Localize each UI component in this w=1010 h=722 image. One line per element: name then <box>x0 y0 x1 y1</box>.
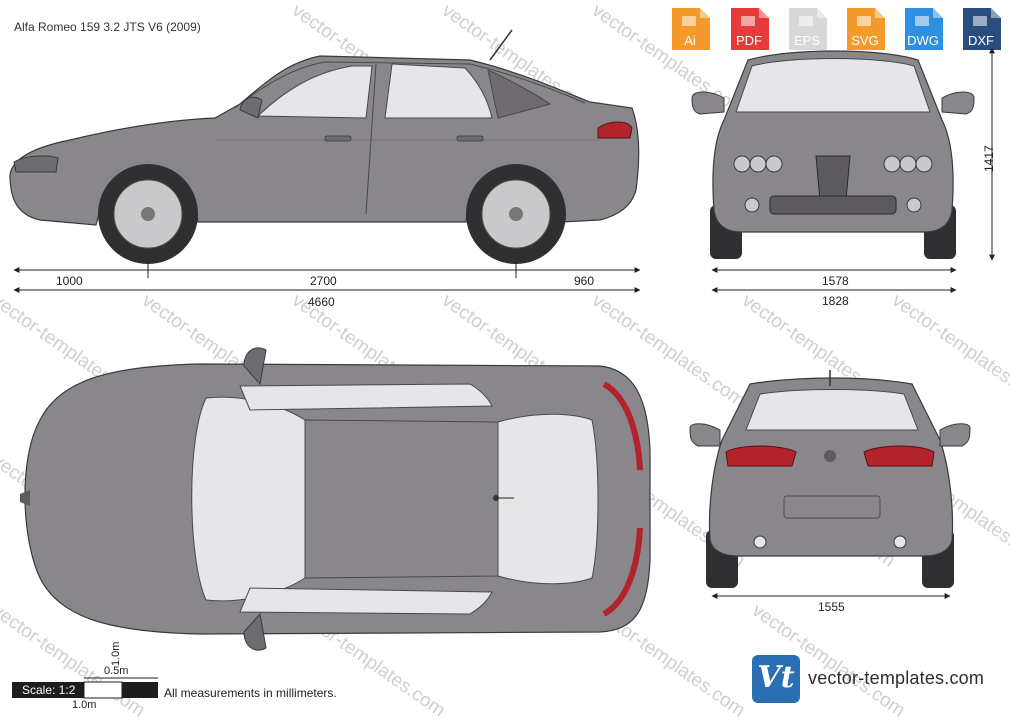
dim-width: 1828 <box>822 294 849 308</box>
brand-site-link[interactable]: vector-templates.com <box>808 668 985 688</box>
scale-one-meter: 1.0m <box>72 699 97 711</box>
side-front-window <box>256 65 373 119</box>
dim-wheelbase: 2700 <box>310 274 337 288</box>
dim-length: 4660 <box>308 295 335 309</box>
dim-height: 1417 <box>982 145 996 172</box>
brand-logo-text: Vt <box>757 660 795 695</box>
rear-view <box>689 370 971 588</box>
top-roof <box>304 419 499 579</box>
format-badge-label: DXF <box>968 33 994 48</box>
format-badge-pdf[interactable]: PDF <box>727 6 771 52</box>
side-roof-line <box>234 61 586 109</box>
top-taillights <box>602 381 643 617</box>
format-badge-label: SVG <box>851 33 879 48</box>
front-view <box>691 50 975 259</box>
rear-right-taillight <box>863 445 935 467</box>
side-view <box>9 29 640 264</box>
top-rear-window <box>497 413 599 585</box>
front-windshield <box>735 58 931 113</box>
dim-front-track: 1578 <box>822 274 849 288</box>
measurement-note: All measurements in millimeters. <box>164 686 337 700</box>
format-badge-label: Ai <box>684 33 696 48</box>
page-title: Alfa Romeo 159 3.2 JTS V6 (2009) <box>14 20 201 34</box>
side-dimension-lines <box>13 262 641 293</box>
scale-label: Scale: 1:2 <box>22 683 76 697</box>
brand-logo[interactable]: Vt <box>752 655 800 703</box>
dim-front-overhang: 1000 <box>56 274 83 288</box>
dim-rear-track: 1555 <box>818 600 845 614</box>
format-badge-dwg[interactable]: DWG <box>901 6 945 52</box>
top-view <box>20 347 651 651</box>
side-rear-quarter-window <box>487 69 552 119</box>
scale-half-meter: 0.5m <box>104 665 129 677</box>
format-badge-dxf[interactable]: DXF <box>959 6 1003 52</box>
format-badge-label: DWG <box>907 33 939 48</box>
top-windshield <box>191 396 306 602</box>
scale-bar <box>83 677 158 699</box>
front-dimension-lines <box>711 47 995 293</box>
format-badge-ai[interactable]: Ai <box>668 6 712 52</box>
side-mirror <box>239 96 263 119</box>
format-badge-label: EPS <box>793 33 820 48</box>
rear-left-taillight <box>725 445 797 467</box>
format-badge-svg[interactable]: SVG <box>843 6 887 52</box>
side-headlight <box>13 155 59 173</box>
side-taillight <box>597 121 633 139</box>
format-badge-eps[interactable]: EPS <box>785 6 829 52</box>
scale-one-meter-vertical: 1.0m <box>110 641 122 666</box>
rear-window <box>745 389 919 431</box>
scale-label-box <box>12 682 84 698</box>
side-rear-window <box>384 63 493 119</box>
format-badge-label: PDF <box>736 33 762 48</box>
dim-rear-overhang: 960 <box>574 274 595 288</box>
